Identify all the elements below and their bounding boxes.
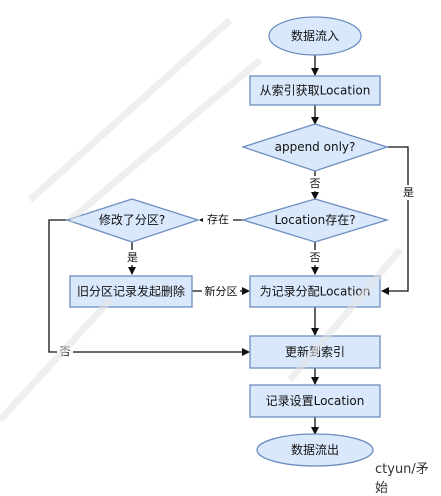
edge-label-append-no: 否 (310, 177, 321, 190)
update-index-label: 更新到索引 (285, 344, 345, 359)
flowchart: 数据流入 从索引获取Location append only? Location… (48, 16, 416, 467)
edges (48, 55, 409, 435)
credit-text: ctyun/矛始 (375, 462, 429, 496)
edge-label-partition-no: 否 (60, 345, 71, 358)
set-location-node (249, 384, 381, 418)
assign-location-label: 为记录分配Location (260, 285, 371, 299)
get-location-label: 从索引获取Location (260, 84, 371, 98)
edge-label-backgrounds (57, 176, 416, 359)
location-exists-decision (240, 198, 390, 243)
location-exists-label: Location存在? (274, 213, 355, 227)
edge-label-exists: 存在 (207, 212, 229, 226)
edge-label-new-partition: 新分区 (205, 284, 238, 298)
edge-partition-no (48, 219, 250, 356)
set-location-label: 记录设置Location (266, 394, 365, 408)
old-delete-label: 旧分区记录发起删除 (77, 284, 185, 299)
start-node (268, 16, 362, 56)
get-location-node (249, 75, 381, 106)
edge-append-yes (381, 146, 409, 295)
end-node (256, 433, 374, 467)
end-label: 数据流出 (291, 442, 339, 457)
edge-label-location-no: 否 (310, 251, 321, 264)
partition-changed-label: 修改了分区? (99, 212, 165, 227)
edge-label-append-yes: 是 (403, 186, 414, 199)
append-only-label: append only? (275, 140, 356, 154)
edge-label-partition-yes: 是 (127, 251, 138, 264)
append-only-decision (240, 123, 390, 172)
start-label: 数据流入 (291, 28, 339, 43)
